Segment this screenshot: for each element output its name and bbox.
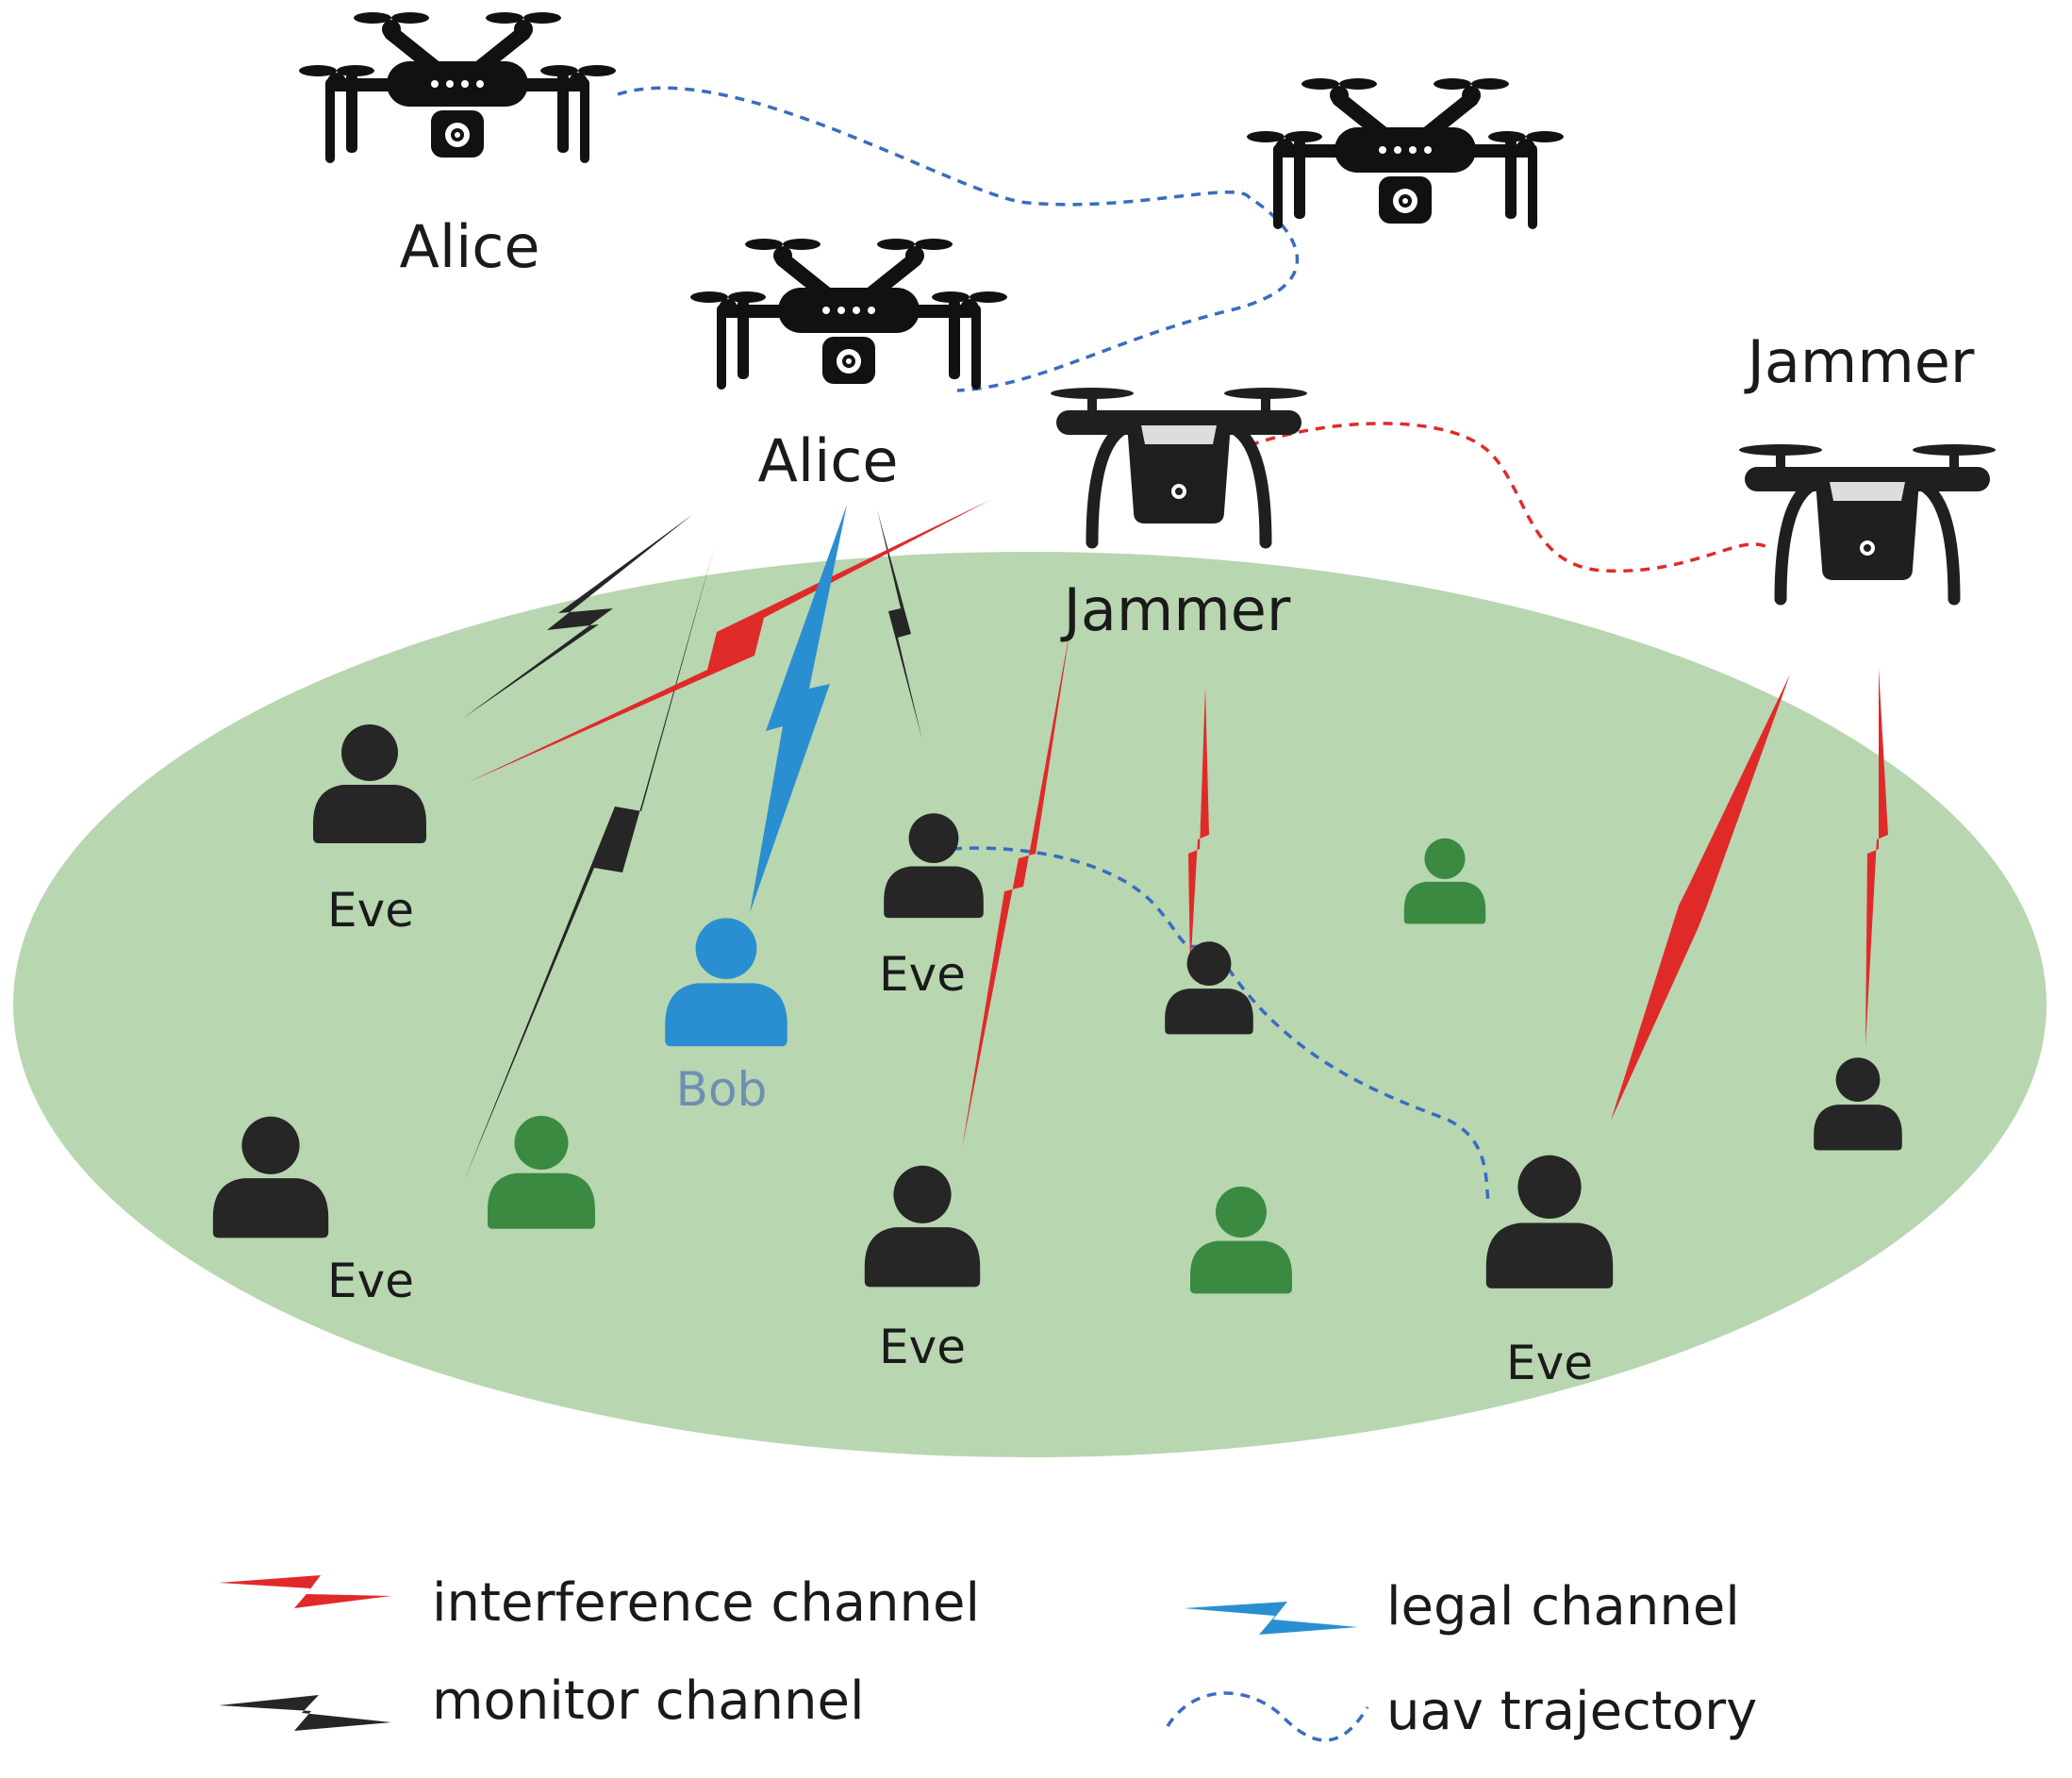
legal-bolt-bob	[750, 505, 847, 913]
legal-channel-bolts	[750, 505, 847, 913]
eve-label-5: Eve	[1506, 1336, 1593, 1390]
alice-label-1: Alice	[399, 212, 539, 281]
interference-bolt-eve4	[962, 627, 1070, 1149]
interference-bolt-eve7	[1865, 668, 1888, 1047]
legend-monitor-label: monitor channel	[432, 1670, 865, 1732]
legend-legal-bolt-icon	[1184, 1602, 1358, 1635]
eve-label-1: Eve	[327, 883, 414, 938]
coverage-area-ground	[13, 552, 2047, 1457]
eve-label-2: Eve	[327, 1254, 414, 1308]
eve-label-3: Eve	[879, 947, 966, 1002]
alice-trajectory-line	[617, 86, 1300, 392]
eve-trajectory-line	[952, 846, 1490, 1204]
legend-monitor-bolt-icon	[219, 1695, 391, 1731]
alice-drone-icon-3	[690, 239, 1007, 390]
legend: interference channel monitor channel leg…	[219, 1572, 1757, 1742]
legend-interference-label: interference channel	[432, 1572, 980, 1634]
legend-legal-label: legal channel	[1386, 1576, 1740, 1637]
alice-label-2: Alice	[757, 426, 898, 495]
interference-channel-bolts	[467, 500, 1888, 1149]
jammer-trajectory-line	[1249, 422, 1773, 573]
interference-bolt-eve1	[467, 500, 990, 783]
monitor-bolt-eve3	[877, 509, 922, 740]
jammer-label-1: Jammer	[1060, 575, 1291, 644]
interference-bolt-eve5	[1188, 687, 1209, 972]
jammer-label-2: Jammer	[1744, 327, 1975, 396]
bob-label: Bob	[676, 1062, 768, 1117]
monitor-channel-bolts	[462, 509, 922, 1181]
monitor-bolt-eve1	[462, 514, 693, 719]
jammer-drone-icon-1	[1051, 388, 1307, 542]
legend-trajectory-line-icon	[1166, 1691, 1369, 1742]
alice-drone-icon-2	[1247, 78, 1564, 229]
jammer-drone-icon-2	[1739, 444, 1996, 599]
interference-bolt-eve6	[1611, 674, 1790, 1121]
legend-interference-bolt-icon	[219, 1575, 391, 1608]
legend-trajectory-label: uav trajectory	[1386, 1681, 1757, 1742]
eve-label-4: Eve	[879, 1320, 966, 1374]
alice-drone-icon-1	[299, 12, 616, 163]
